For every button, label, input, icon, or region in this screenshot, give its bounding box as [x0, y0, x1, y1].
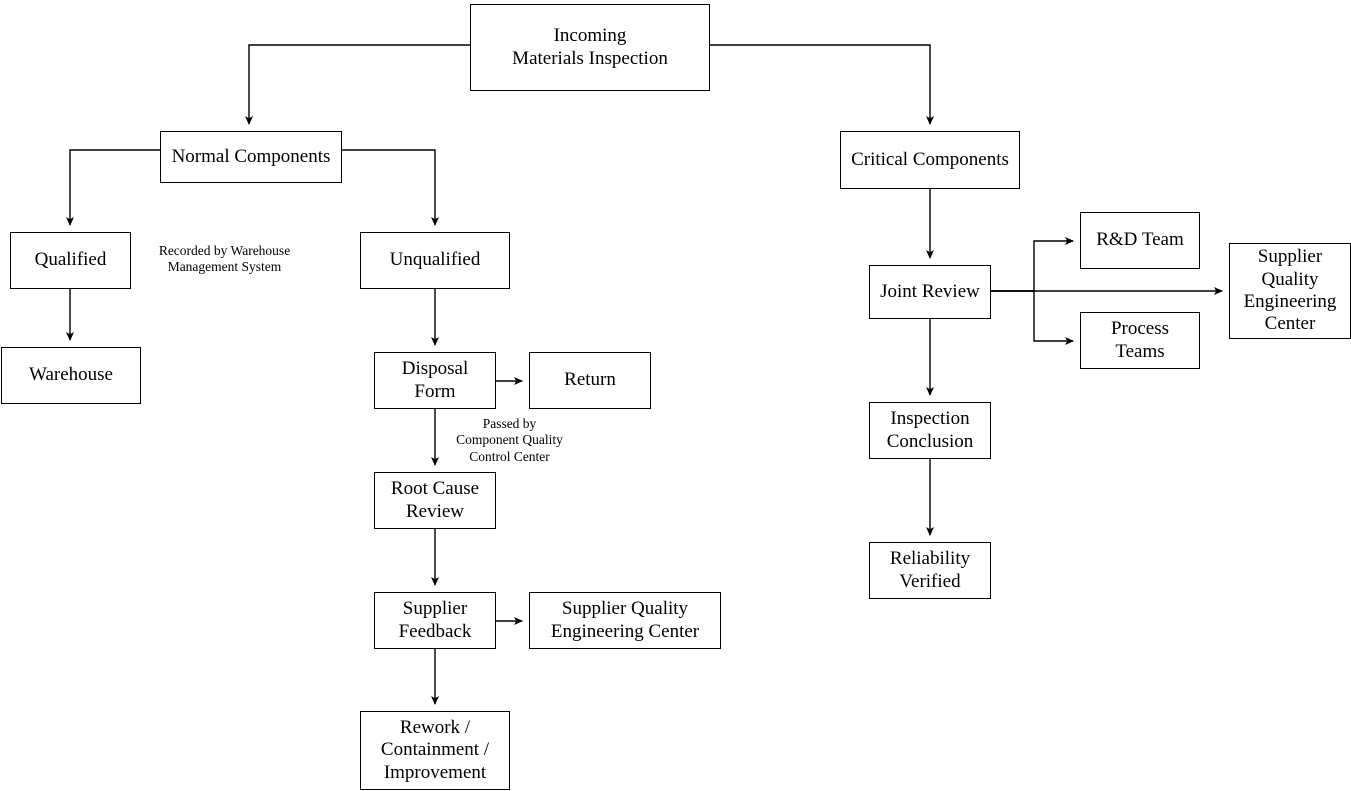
- edge-incoming-to-normal: [245, 44, 470, 125]
- node-inspconcl[interactable]: Inspection Conclusion: [869, 402, 991, 459]
- edge-label-warehouse-mgmt: Recorded by Warehouse Management System: [158, 243, 291, 275]
- edge-normal-to-qualified: [66, 149, 160, 226]
- node-rework[interactable]: Rework / Containment / Improvement: [360, 711, 510, 790]
- node-unqualified[interactable]: Unqualified: [360, 232, 510, 289]
- node-incoming[interactable]: Incoming Materials Inspection: [470, 4, 710, 91]
- node-return[interactable]: Return: [529, 352, 651, 409]
- node-supplierfb[interactable]: Supplier Feedback: [374, 592, 496, 649]
- node-qualified[interactable]: Qualified: [10, 232, 131, 289]
- edge-label-cqcc: Passed by Component Quality Control Cent…: [456, 416, 563, 464]
- node-sqec_right[interactable]: Supplier Quality Engineering Center: [1229, 243, 1351, 339]
- node-reliability[interactable]: Reliability Verified: [869, 542, 991, 599]
- node-warehouse[interactable]: Warehouse: [1, 347, 141, 404]
- node-normal[interactable]: Normal Components: [160, 131, 342, 183]
- edge-jointreview-to-rdteam: [991, 237, 1074, 292]
- node-rdteam[interactable]: R&D Team: [1080, 212, 1200, 269]
- node-processteams[interactable]: Process Teams: [1080, 312, 1200, 369]
- node-jointreview[interactable]: Joint Review: [869, 265, 991, 319]
- node-sqec_left[interactable]: Supplier Quality Engineering Center: [529, 592, 721, 649]
- node-disposal[interactable]: Disposal Form: [374, 352, 496, 409]
- node-rootcause[interactable]: Root Cause Review: [374, 472, 496, 529]
- edge-jointreview-to-processteams: [991, 290, 1074, 345]
- node-critical[interactable]: Critical Components: [840, 131, 1020, 189]
- edge-normal-to-unqualified: [342, 149, 439, 226]
- edge-incoming-to-critical: [710, 44, 934, 125]
